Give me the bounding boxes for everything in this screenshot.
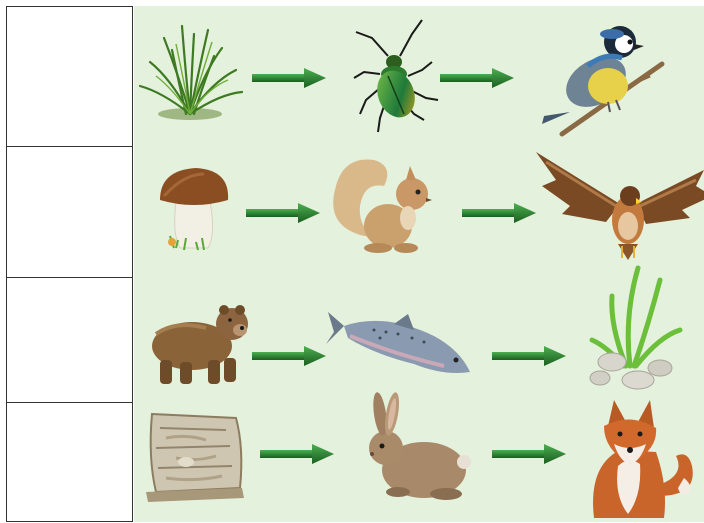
fox-icon [593,400,693,518]
arrow-row3-1 [252,346,326,366]
answer-table [6,6,133,522]
answer-cell-1[interactable] [7,7,132,147]
answer-cell-2[interactable] [7,147,132,278]
grass-icon [140,26,242,120]
hawk-icon [536,152,704,260]
water-plant-icon [590,268,680,389]
arrow-row1-1 [252,68,326,88]
answer-cell-4[interactable] [7,403,132,523]
answer-cell-3[interactable] [7,278,132,403]
mushroom-icon [160,168,228,250]
arrow-row1-2 [440,68,514,88]
fish-icon [326,312,470,373]
arrow-row2-2 [462,203,536,223]
arrow-row3-2 [492,346,566,366]
beetle-icon [354,20,438,132]
squirrel-icon [333,160,432,253]
titmouse-bird-icon [542,26,662,134]
arrow-row4-2 [492,444,566,464]
tree-bark-icon [146,414,244,502]
rabbit-icon [369,391,471,500]
food-chain-panel [134,6,704,522]
arrow-row2-1 [246,203,320,223]
bear-icon [152,305,248,384]
arrow-row4-1 [260,444,334,464]
